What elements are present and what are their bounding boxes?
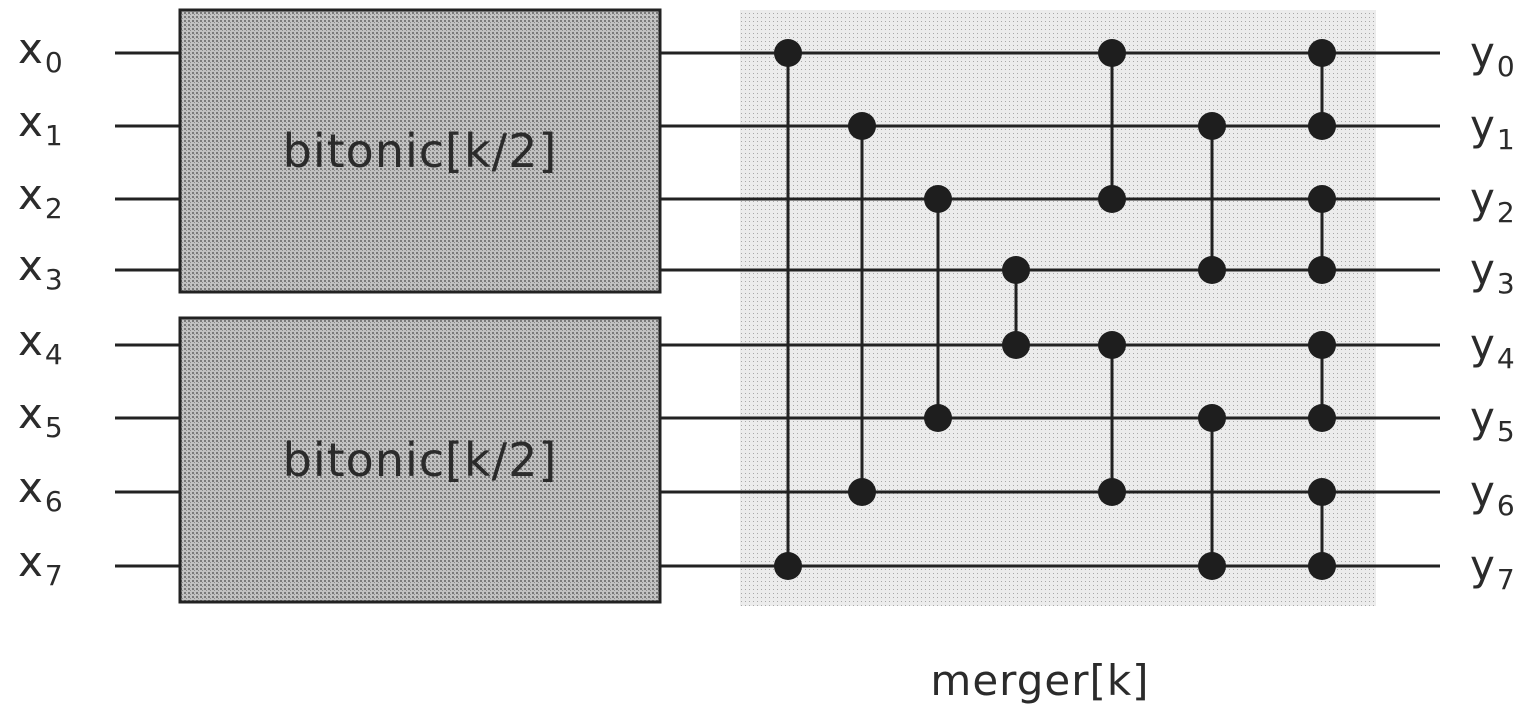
bitonic-block-box bbox=[178, 8, 662, 294]
comparator-node-top bbox=[1002, 256, 1030, 284]
input-label: x0 bbox=[18, 24, 63, 79]
merger-label: merger[k] bbox=[930, 656, 1149, 705]
comparator-node-top bbox=[1098, 39, 1126, 67]
comparator-node-bottom bbox=[1002, 331, 1030, 359]
comparator-node-bottom bbox=[1198, 256, 1226, 284]
input-label: x5 bbox=[18, 389, 63, 444]
comparator-node-bottom bbox=[1098, 478, 1126, 506]
bitonic-block-label: bitonic[k/2] bbox=[283, 433, 558, 487]
comparator-node-top bbox=[848, 112, 876, 140]
comparators bbox=[774, 39, 1336, 580]
comparator-node-bottom bbox=[1308, 256, 1336, 284]
comparator-node-top bbox=[1308, 478, 1336, 506]
comparator-node-bottom bbox=[1198, 552, 1226, 580]
comparator-node-top bbox=[1308, 331, 1336, 359]
comparator-node-bottom bbox=[848, 478, 876, 506]
comparator bbox=[924, 185, 952, 432]
comparator-node-bottom bbox=[774, 552, 802, 580]
output-label: y6 bbox=[1470, 467, 1515, 522]
bitonic-block-box bbox=[178, 316, 662, 604]
output-label: y0 bbox=[1470, 28, 1515, 83]
output-label: y7 bbox=[1470, 541, 1515, 596]
bitonic-block: bitonic[k/2] bbox=[178, 316, 662, 604]
bitonic-block-label: bitonic[k/2] bbox=[283, 124, 558, 178]
comparator-node-bottom bbox=[1308, 112, 1336, 140]
input-label: x4 bbox=[18, 316, 63, 371]
wire-labels: x0 x1 x2 x3 x4 x5 x6 x7 y0 y1 y2 y3 y4 y5 y6 y7 bbox=[18, 24, 1515, 596]
comparator bbox=[1308, 39, 1336, 140]
output-label: y2 bbox=[1470, 174, 1515, 229]
output-label: y1 bbox=[1470, 101, 1515, 156]
bitonic-block: bitonic[k/2] bbox=[178, 8, 662, 294]
input-label: x3 bbox=[18, 241, 63, 296]
output-label: y5 bbox=[1470, 393, 1515, 448]
comparator-node-top bbox=[1098, 331, 1126, 359]
comparator bbox=[1198, 404, 1226, 580]
comparator-node-bottom bbox=[1308, 404, 1336, 432]
comparator-node-bottom bbox=[1098, 185, 1126, 213]
comparator bbox=[848, 112, 876, 506]
comparator bbox=[1308, 185, 1336, 284]
comparator bbox=[774, 39, 802, 580]
bitonic-blocks: bitonic[k/2] bitonic[k/2] bbox=[178, 8, 662, 604]
comparator bbox=[1198, 112, 1226, 284]
input-label: x1 bbox=[18, 97, 63, 152]
output-label: y3 bbox=[1470, 245, 1515, 300]
input-label: x2 bbox=[18, 170, 63, 225]
comparator-node-top bbox=[774, 39, 802, 67]
comparator bbox=[1098, 39, 1126, 213]
comparator bbox=[1002, 256, 1030, 359]
comparator-node-bottom bbox=[924, 404, 952, 432]
comparator-node-top bbox=[1198, 112, 1226, 140]
input-label: x7 bbox=[18, 537, 63, 592]
comparator-node-top bbox=[924, 185, 952, 213]
comparator bbox=[1098, 331, 1126, 506]
input-label: x6 bbox=[18, 463, 63, 518]
comparator-node-top bbox=[1198, 404, 1226, 432]
comparator-node-bottom bbox=[1308, 552, 1336, 580]
comparator-node-top bbox=[1308, 185, 1336, 213]
comparator bbox=[1308, 478, 1336, 580]
output-label: y4 bbox=[1470, 320, 1515, 375]
comparator-node-top bbox=[1308, 39, 1336, 67]
merger-region bbox=[740, 10, 1376, 606]
comparator bbox=[1308, 331, 1336, 432]
